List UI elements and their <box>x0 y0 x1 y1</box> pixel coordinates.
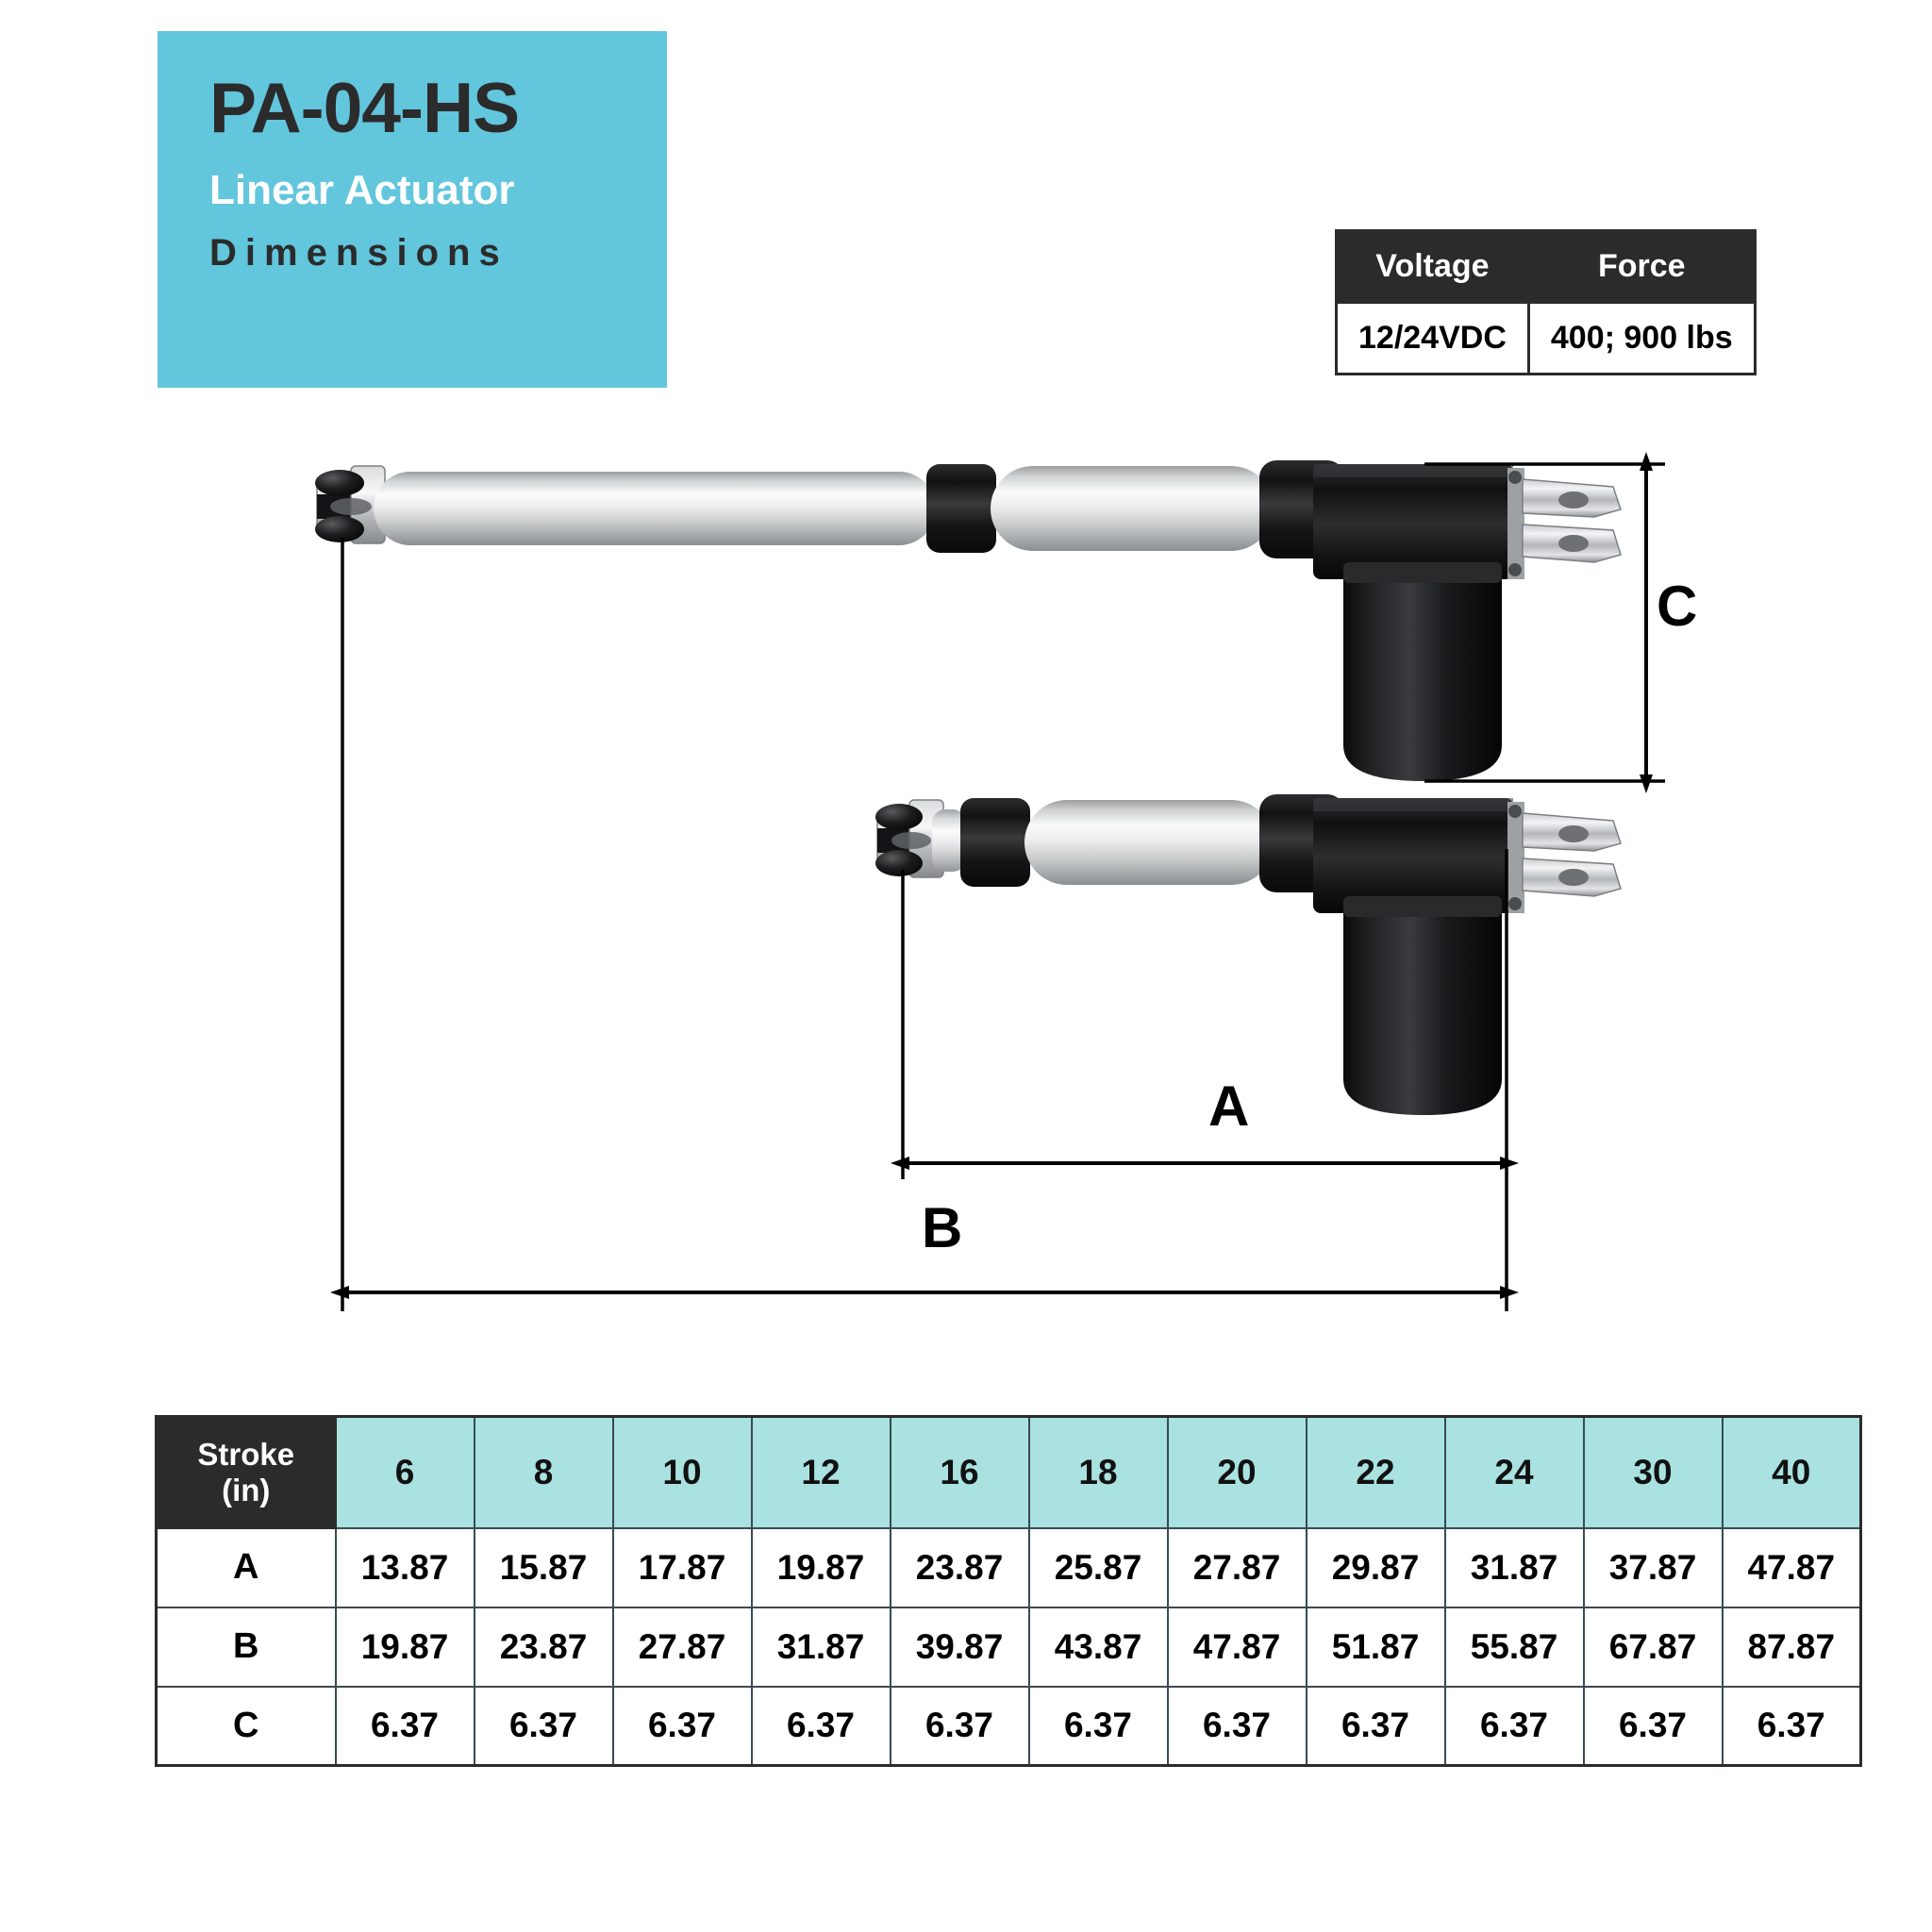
stroke-col-18: 18 <box>1027 1415 1169 1529</box>
table-row-b: B 19.87 23.87 27.87 31.87 39.87 43.87 47… <box>155 1606 1862 1688</box>
cell-a-16: 23.87 <box>889 1526 1030 1608</box>
gearbox-housing-bottom <box>1343 900 1502 1115</box>
product-subtitle-secondary: Dimensions <box>209 231 508 274</box>
stroke-header-line2: (in) <box>222 1472 271 1507</box>
cell-c-30: 6.37 <box>1582 1685 1724 1767</box>
cell-a-18: 25.87 <box>1027 1526 1169 1608</box>
cell-a-24: 31.87 <box>1443 1526 1585 1608</box>
stroke-col-24: 24 <box>1443 1415 1585 1529</box>
product-subtitle: Linear Actuator <box>209 166 515 213</box>
rear-mount-bracket-top <box>1507 468 1622 579</box>
stroke-col-6: 6 <box>334 1415 475 1529</box>
clevis-bolt-upper <box>315 470 364 496</box>
rear-mount-bracket-bottom <box>1507 802 1622 913</box>
cell-c-6: 6.37 <box>334 1685 475 1767</box>
spec-header-voltage: Voltage <box>1335 229 1530 304</box>
cell-c-12: 6.37 <box>750 1685 891 1767</box>
spec-header-force: Force <box>1526 229 1757 304</box>
motor-block-top <box>1313 464 1513 579</box>
row-label-c: C <box>155 1685 337 1767</box>
dimensions-table-head: Stroke (in) 6 8 10 12 16 18 20 22 24 30 … <box>155 1415 1862 1529</box>
cell-a-22: 29.87 <box>1305 1526 1446 1608</box>
cell-c-24: 6.37 <box>1443 1685 1585 1767</box>
clevis-bolt-upper-bottom <box>875 804 923 830</box>
row-label-a: A <box>155 1526 337 1608</box>
table-row-a: A 13.87 15.87 17.87 19.87 23.87 25.87 27… <box>155 1526 1862 1608</box>
stroke-col-10: 10 <box>611 1415 753 1529</box>
cell-c-22: 6.37 <box>1305 1685 1446 1767</box>
dimensions-data-table: Stroke (in) 6 8 10 12 16 18 20 22 24 30 … <box>155 1415 1862 1767</box>
spec-table-header-row: Voltage Force <box>1335 229 1757 304</box>
actuator-retracted-view <box>875 794 1622 1115</box>
table-header-row: Stroke (in) 6 8 10 12 16 18 20 22 24 30 … <box>155 1415 1862 1529</box>
title-banner: PA-04-HS Linear Actuator Dimensions <box>158 31 667 388</box>
cell-b-18: 43.87 <box>1027 1606 1169 1688</box>
cell-c-10: 6.37 <box>611 1685 753 1767</box>
cell-a-12: 19.87 <box>750 1526 891 1608</box>
cell-b-12: 31.87 <box>750 1606 891 1688</box>
dimension-label-a: A <box>1208 1074 1250 1138</box>
cell-b-30: 67.87 <box>1582 1606 1724 1688</box>
rod-seal-collar-top <box>926 464 996 553</box>
stroke-header-line1: Stroke <box>197 1436 295 1472</box>
cell-a-30: 37.87 <box>1582 1526 1724 1608</box>
spec-value-force: 400; 900 lbs <box>1526 301 1757 375</box>
body-rear-cap-top <box>1259 460 1344 558</box>
stroke-col-12: 12 <box>750 1415 891 1529</box>
dimension-label-c: C <box>1657 575 1698 638</box>
cell-b-22: 51.87 <box>1305 1606 1446 1688</box>
gearbox-housing-top <box>1343 566 1502 781</box>
stroke-col-30: 30 <box>1582 1415 1724 1529</box>
spec-table: Voltage Force 12/24VDC 400; 900 lbs <box>1335 229 1757 375</box>
stroke-col-20: 20 <box>1166 1415 1307 1529</box>
cell-b-24: 55.87 <box>1443 1606 1585 1688</box>
cell-c-8: 6.37 <box>473 1685 614 1767</box>
dimensions-table-body: A 13.87 15.87 17.87 19.87 23.87 25.87 27… <box>155 1526 1862 1767</box>
cell-b-20: 47.87 <box>1166 1606 1307 1688</box>
actuator-body-tube-top <box>991 466 1274 551</box>
dimension-label-b: B <box>922 1196 963 1259</box>
cell-a-40: 47.87 <box>1721 1526 1862 1608</box>
cell-a-8: 15.87 <box>473 1526 614 1608</box>
dimension-lines <box>330 452 1665 1311</box>
cell-a-10: 17.87 <box>611 1526 753 1608</box>
extension-rod-top <box>374 472 936 545</box>
cell-b-6: 19.87 <box>334 1606 475 1688</box>
rod-seal-collar-bottom <box>960 798 1030 887</box>
stroke-col-40: 40 <box>1721 1415 1862 1529</box>
spec-table-value-row: 12/24VDC 400; 900 lbs <box>1335 301 1757 375</box>
extension-rod-bottom <box>932 809 966 872</box>
cell-c-40: 6.37 <box>1721 1685 1862 1767</box>
front-clevis-bottom <box>875 799 944 878</box>
cell-b-8: 23.87 <box>473 1606 614 1688</box>
actuator-body-tube-bottom <box>1024 800 1274 885</box>
clevis-bolt-lower <box>315 516 364 542</box>
actuator-extended-view <box>315 460 1622 781</box>
body-rear-cap-bottom <box>1259 794 1344 892</box>
cell-c-16: 6.37 <box>889 1685 1030 1767</box>
front-clevis-top <box>315 465 386 544</box>
cell-c-20: 6.37 <box>1166 1685 1307 1767</box>
cell-b-10: 27.87 <box>611 1606 753 1688</box>
stroke-col-16: 16 <box>889 1415 1030 1529</box>
stroke-col-22: 22 <box>1305 1415 1446 1529</box>
cell-a-20: 27.87 <box>1166 1526 1307 1608</box>
clevis-bolt-lower-bottom <box>875 850 923 876</box>
cell-c-18: 6.37 <box>1027 1685 1169 1767</box>
cell-b-16: 39.87 <box>889 1606 1030 1688</box>
row-label-b: B <box>155 1606 337 1688</box>
table-row-c: C 6.37 6.37 6.37 6.37 6.37 6.37 6.37 6.3… <box>155 1685 1862 1767</box>
stroke-col-8: 8 <box>473 1415 614 1529</box>
spec-value-voltage: 12/24VDC <box>1335 301 1530 375</box>
product-title: PA-04-HS <box>209 68 520 147</box>
cell-b-40: 87.87 <box>1721 1606 1862 1688</box>
stroke-header-cell: Stroke (in) <box>155 1415 337 1529</box>
cell-a-6: 13.87 <box>334 1526 475 1608</box>
motor-block-bottom <box>1313 798 1513 913</box>
